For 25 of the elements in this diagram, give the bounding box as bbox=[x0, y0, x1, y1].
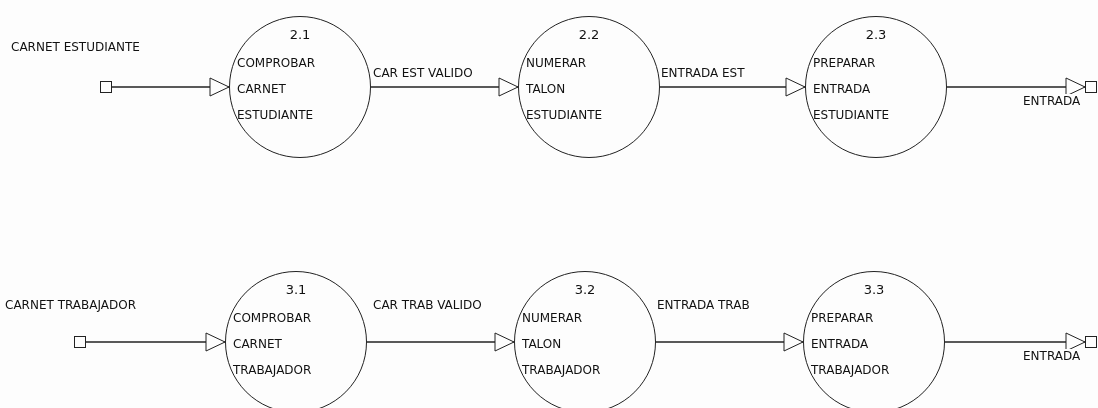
process-name: COMPROBAR CARNET ESTUDIANTE bbox=[237, 55, 316, 124]
arrow bbox=[366, 332, 515, 352]
process-name: NUMERAR TALON TRABAJADOR bbox=[522, 310, 602, 379]
process-number: 2.2 bbox=[577, 27, 601, 43]
process-number: 3.2 bbox=[573, 282, 597, 298]
process-number: 3.1 bbox=[284, 282, 308, 298]
process-number: 3.3 bbox=[862, 282, 886, 298]
edge-label: CARNET TRABAJADOR bbox=[4, 298, 138, 313]
arrow bbox=[111, 77, 230, 97]
entity-box bbox=[1085, 81, 1097, 93]
arrow bbox=[944, 332, 1086, 352]
arrow bbox=[655, 332, 804, 352]
entity-box bbox=[100, 81, 112, 93]
process-number: 2.1 bbox=[288, 27, 312, 43]
process-number: 2.3 bbox=[864, 27, 888, 43]
entity-box bbox=[1085, 336, 1097, 348]
process-name: PREPARAR ENTRADA ESTUDIANTE bbox=[813, 55, 891, 124]
process-name: PREPARAR ENTRADA TRABAJADOR bbox=[811, 310, 891, 379]
entity-box bbox=[74, 336, 86, 348]
arrow bbox=[370, 77, 519, 97]
process-name: COMPROBAR CARNET TRABAJADOR bbox=[233, 310, 313, 379]
arrow bbox=[85, 332, 226, 352]
process-name: NUMERAR TALON ESTUDIANTE bbox=[526, 55, 604, 124]
arrow bbox=[659, 77, 806, 97]
arrow bbox=[946, 77, 1086, 97]
